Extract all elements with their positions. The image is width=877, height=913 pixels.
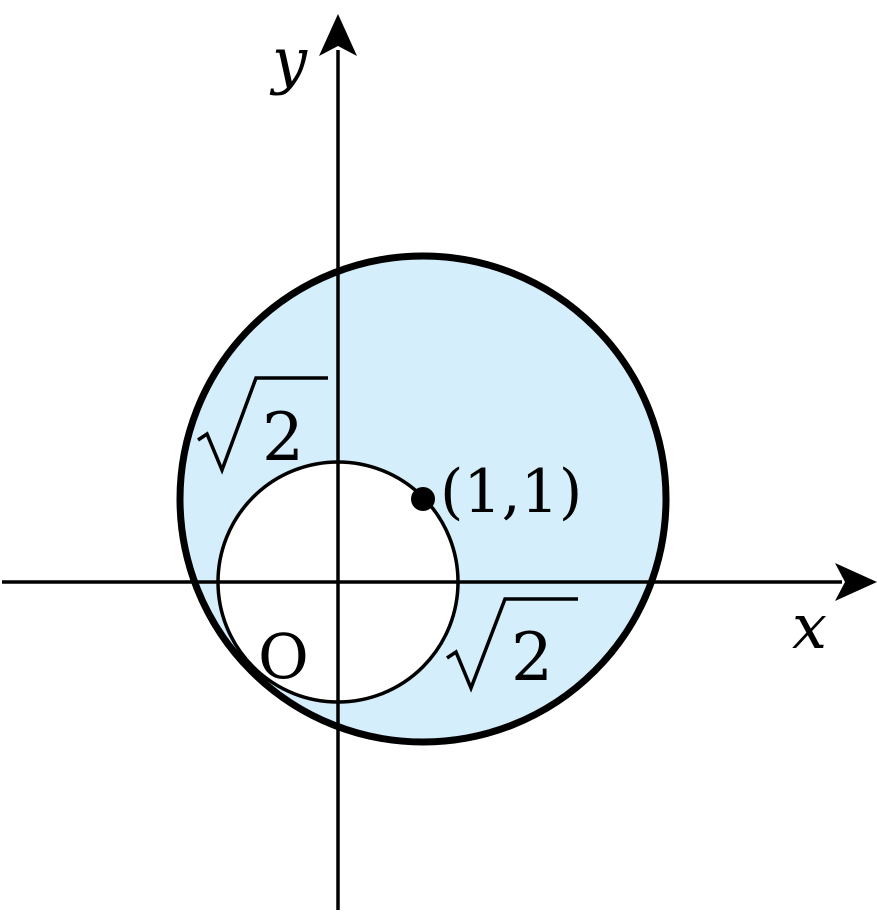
radius-value-right: 2 (511, 619, 553, 696)
point-marker (411, 487, 435, 511)
point-label: (1,1) (440, 457, 582, 527)
radius-label-left: 2 (197, 376, 328, 476)
radius-label-right: 2 (446, 597, 578, 696)
y-axis-arrow (319, 14, 357, 56)
radical-sign-icon (446, 597, 578, 693)
radius-value-left: 2 (262, 399, 304, 476)
origin-label: O (258, 620, 309, 693)
x-axis-arrow (835, 563, 877, 601)
y-axis-label: y (269, 24, 308, 97)
radical-sign-icon (197, 376, 328, 475)
x-axis-label: x (792, 590, 827, 663)
